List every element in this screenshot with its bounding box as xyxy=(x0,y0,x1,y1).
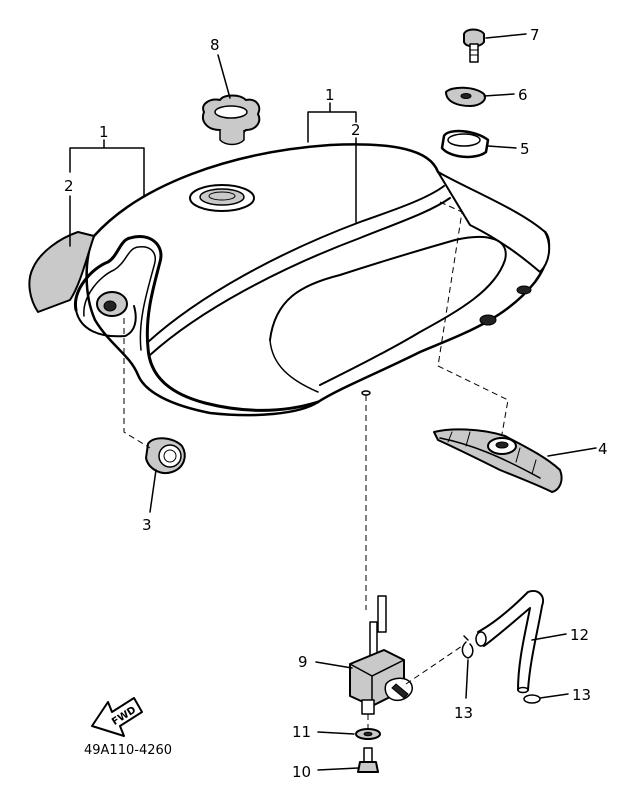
washer-6 xyxy=(445,86,486,107)
fuel-cap xyxy=(202,94,261,146)
grommet-3 xyxy=(145,437,186,474)
callout-12: 12 xyxy=(570,626,589,644)
callout-1-left: 1 xyxy=(99,123,109,141)
callout-11: 11 xyxy=(292,723,311,741)
callout-1-right: 1 xyxy=(325,86,335,104)
fwd-arrow: FWD xyxy=(91,697,143,737)
callout-13-upper: 13 xyxy=(454,704,473,722)
callout-labels: 1 2 1 2 8 7 6 5 4 3 9 11 10 12 13 13 xyxy=(64,26,608,781)
bolt-10 xyxy=(357,747,379,773)
callout-13-lower: 13 xyxy=(572,686,591,704)
band-4 xyxy=(433,428,563,493)
fuel-tank xyxy=(28,143,551,417)
clip-13-lower xyxy=(523,694,541,704)
assembly-lines xyxy=(123,201,509,728)
callout-2-left: 2 xyxy=(64,177,74,195)
bolt-7 xyxy=(463,28,485,63)
callout-2-right: 2 xyxy=(351,121,361,139)
callout-9: 9 xyxy=(298,653,308,671)
callout-10: 10 xyxy=(292,763,311,781)
callout-6: 6 xyxy=(518,86,528,104)
callout-8: 8 xyxy=(210,36,220,54)
leader-lines xyxy=(69,33,597,771)
callout-5: 5 xyxy=(520,140,530,158)
callout-3: 3 xyxy=(142,516,152,534)
callout-4: 4 xyxy=(598,440,608,458)
callout-7: 7 xyxy=(530,26,540,44)
clip-13-upper xyxy=(461,635,474,659)
washer-11 xyxy=(355,728,381,740)
damper-5 xyxy=(440,129,490,159)
fuel-cock xyxy=(349,595,413,715)
fuel-hose xyxy=(475,590,544,694)
diagram-code: 49A110-4260 xyxy=(84,743,172,758)
